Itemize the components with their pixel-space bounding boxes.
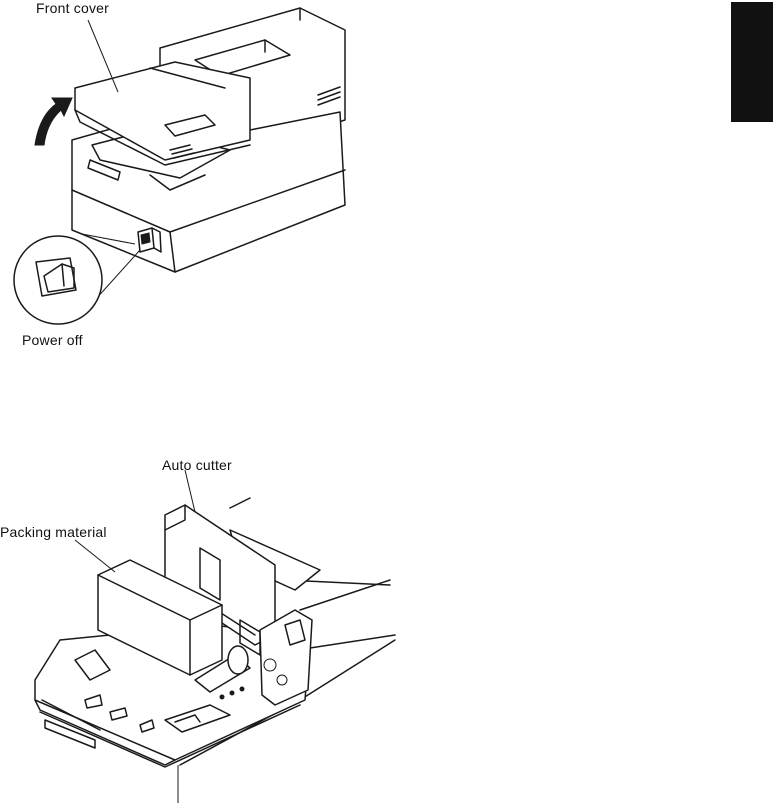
front-cover-label: Front cover [36,0,109,16]
power-switch-icon [14,236,102,324]
printer-cover-open-figure [14,8,345,324]
power-off-label: Power off [22,332,83,348]
rotate-arrow-icon [35,98,72,145]
printer-interior-figure [35,470,395,803]
auto-cutter-label: Auto cutter [162,457,232,473]
packing-material-label: Packing material [0,524,107,540]
